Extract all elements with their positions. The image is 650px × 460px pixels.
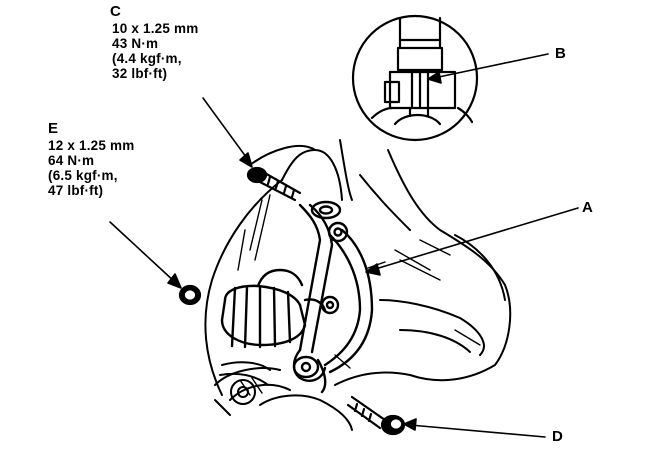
detail-inset bbox=[351, 14, 479, 142]
callout-d-letter: D bbox=[552, 428, 564, 445]
callout-c-letter: C bbox=[110, 3, 122, 20]
arrow-d-head bbox=[403, 418, 417, 431]
nut-e bbox=[178, 284, 202, 306]
callout-c-torque-lbfft: 32 lbf·ft) bbox=[112, 66, 168, 81]
leader-a bbox=[371, 207, 579, 271]
callout-e-torque-kgfm: (6.5 kgf·m, bbox=[48, 168, 118, 183]
hub-outline bbox=[219, 361, 271, 405]
leader-c bbox=[202, 97, 250, 162]
arrow-a-head bbox=[365, 263, 381, 276]
bolt-d bbox=[346, 395, 406, 436]
knuckle-body-outline bbox=[204, 139, 512, 431]
callout-c-torque-kgfm: (4.4 kgf·m, bbox=[112, 51, 182, 66]
leader-b bbox=[433, 53, 549, 79]
callout-leaders bbox=[109, 53, 579, 438]
arrow-c-head bbox=[239, 152, 253, 168]
callout-c-thread: 10 x 1.25 mm bbox=[112, 21, 199, 36]
upper-control-arm bbox=[292, 200, 374, 394]
leader-e bbox=[109, 221, 177, 284]
callout-e-torque-nm: 64 N·m bbox=[48, 153, 95, 168]
arrow-b-head bbox=[427, 71, 442, 84]
leader-d bbox=[409, 424, 546, 438]
bolt-c bbox=[246, 166, 302, 202]
callout-e-spec: 12 x 1.25 mm 64 N·m (6.5 kgf·m, 47 lbf·f… bbox=[48, 138, 134, 198]
callout-c-torque-nm: 43 N·m bbox=[112, 36, 159, 51]
ball-joint-boot bbox=[220, 268, 340, 349]
callout-e-torque-lbfft: 47 lbf·ft) bbox=[48, 183, 104, 198]
callout-c-spec: 10 x 1.25 mm 43 N·m (4.4 kgf·m, 32 lbf·f… bbox=[112, 21, 198, 81]
callout-a-letter: A bbox=[582, 199, 594, 216]
callout-e-letter: E bbox=[48, 120, 59, 137]
arrow-e-head bbox=[167, 273, 182, 289]
callout-b-letter: B bbox=[555, 45, 567, 62]
callout-e-thread: 12 x 1.25 mm bbox=[48, 138, 135, 153]
